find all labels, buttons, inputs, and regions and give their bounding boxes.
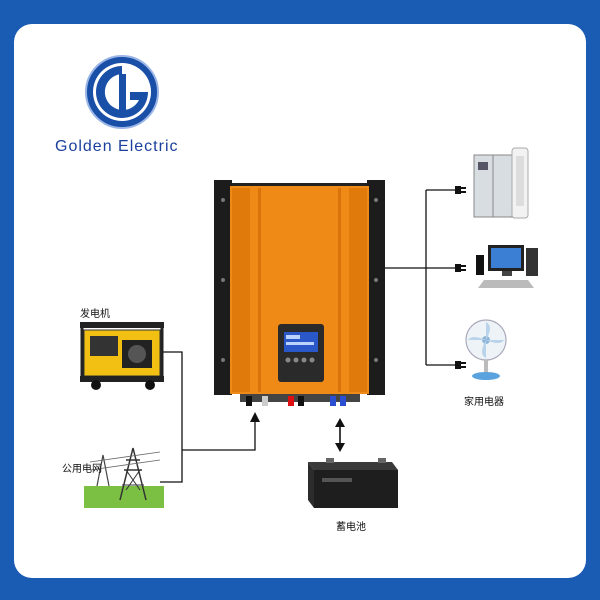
connection-lines <box>160 189 458 483</box>
grid-label: 公用电网 <box>62 464 102 475</box>
power-pylon-icon <box>84 447 164 508</box>
computer-icon <box>476 245 538 288</box>
fan-icon <box>465 319 507 380</box>
arrow-up-icon <box>250 412 260 422</box>
appliances-label: 家用电器 <box>464 397 504 408</box>
company-name: Golden Electric <box>55 138 179 155</box>
golden-electric-logo <box>85 55 159 129</box>
battery-label: 蓄电池 <box>336 522 366 533</box>
generator-label: 发电机 <box>80 309 110 320</box>
double-arrow-icon <box>335 418 345 452</box>
inverter-icon <box>214 180 385 406</box>
refrigerator-icon <box>473 147 529 219</box>
plug-icon <box>455 186 466 369</box>
generator-icon <box>80 322 164 390</box>
battery-icon <box>308 458 398 508</box>
